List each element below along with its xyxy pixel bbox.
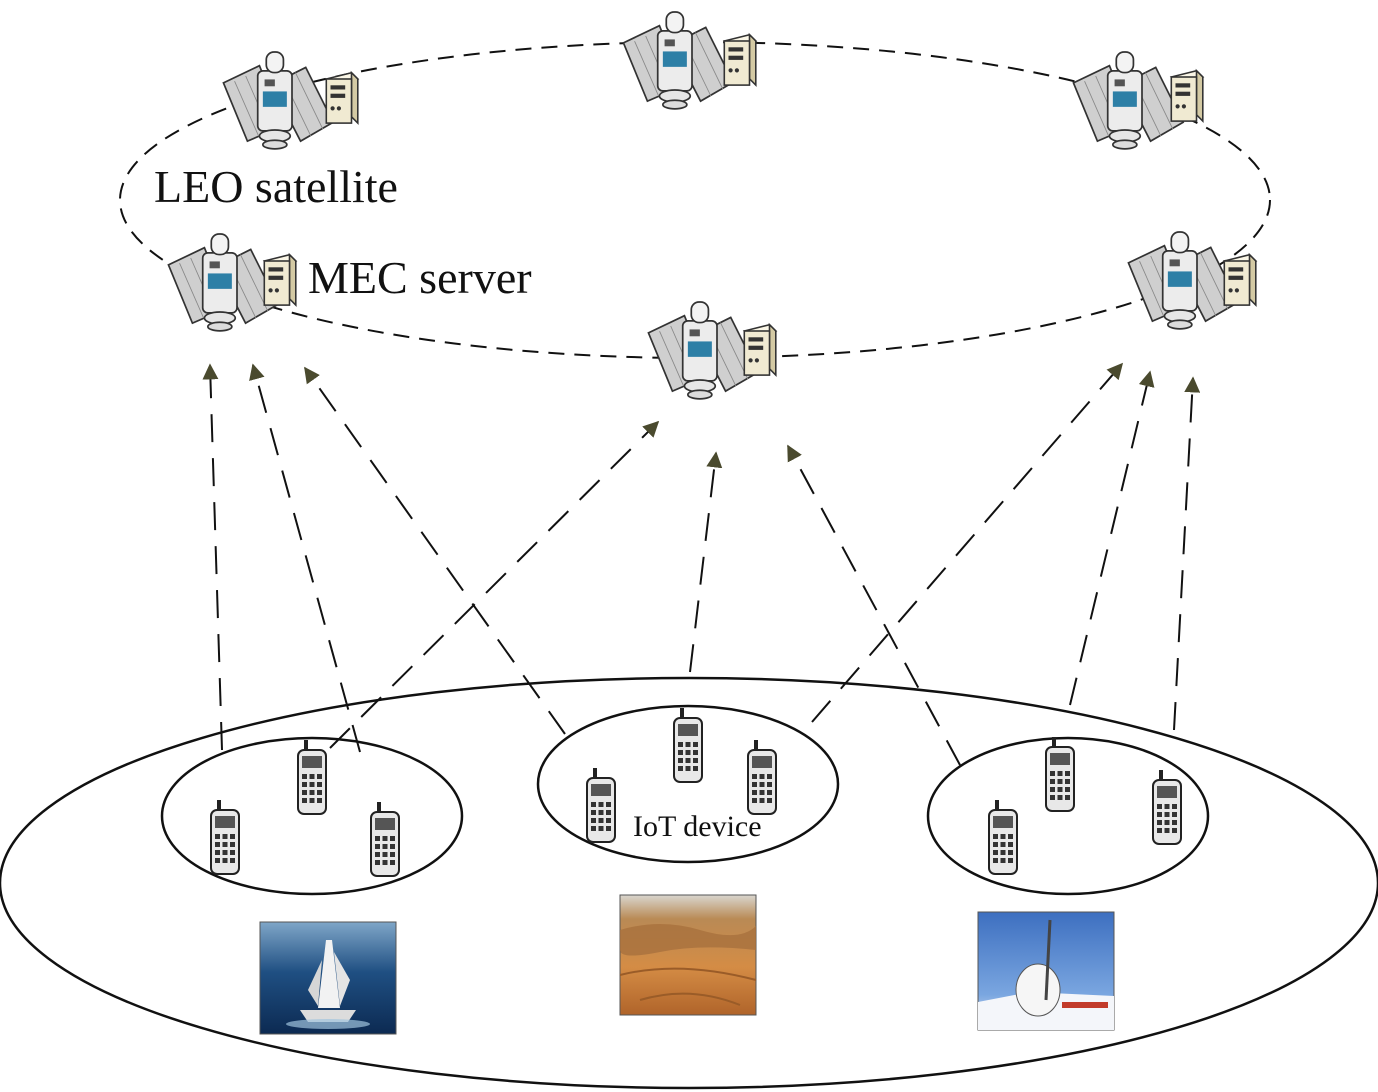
link-right-to-middle — [787, 444, 961, 766]
satellite-mid-center — [647, 301, 777, 400]
iot-device-icon — [586, 768, 616, 843]
satellite-top-left — [222, 51, 359, 150]
iot-device-icon — [673, 708, 703, 783]
server-icon — [263, 253, 297, 306]
satellite-icon — [167, 233, 279, 332]
satellite-top-right — [1072, 51, 1204, 150]
device-label: IoT device — [633, 810, 762, 843]
satellite-icon — [222, 51, 334, 150]
iot-device-icon — [988, 800, 1018, 875]
link-middle-to-right — [811, 362, 1124, 723]
iot-device-icon — [297, 740, 327, 815]
server-icon — [743, 323, 777, 376]
satellite-icon — [622, 11, 735, 110]
device-cluster-left — [160, 736, 464, 896]
server-icon — [723, 33, 757, 86]
satellite-mid-right — [1127, 231, 1257, 330]
link-right-2 — [1173, 376, 1201, 731]
satellite-icon — [1072, 51, 1184, 150]
snow-antenna-photo — [977, 911, 1115, 1031]
server-label: MEC server — [308, 252, 532, 303]
satellite-mid-left — [167, 233, 297, 332]
server-icon — [325, 71, 359, 124]
iot-devices — [210, 708, 1182, 877]
satellite-icon — [1127, 231, 1239, 330]
satellite-icon — [647, 301, 760, 400]
iot-device-icon — [747, 740, 777, 815]
desert-photo — [619, 894, 757, 1016]
link-left-to-middle — [329, 420, 660, 749]
iot-device-icon — [1045, 737, 1075, 812]
link-middle-to-left — [304, 366, 566, 735]
satellite-label: LEO satellite — [154, 161, 398, 212]
offload-links — [202, 362, 1201, 766]
link-middle-1 — [689, 451, 723, 673]
link-left-1 — [202, 363, 223, 751]
server-icon — [1170, 69, 1204, 122]
satellite-top-center — [622, 11, 757, 110]
iot-device-icon — [370, 802, 400, 877]
iot-device-icon — [1152, 770, 1182, 845]
ground-region — [0, 676, 1378, 1090]
device-cluster-right — [926, 736, 1210, 896]
server-icon — [1223, 253, 1257, 306]
device-cluster-middle — [536, 704, 840, 864]
iot-device-icon — [210, 800, 240, 875]
link-right-1 — [1069, 370, 1155, 706]
ocean-ship-photo — [259, 921, 397, 1035]
orbit-ring — [119, 41, 1271, 359]
link-left-2 — [249, 363, 361, 753]
